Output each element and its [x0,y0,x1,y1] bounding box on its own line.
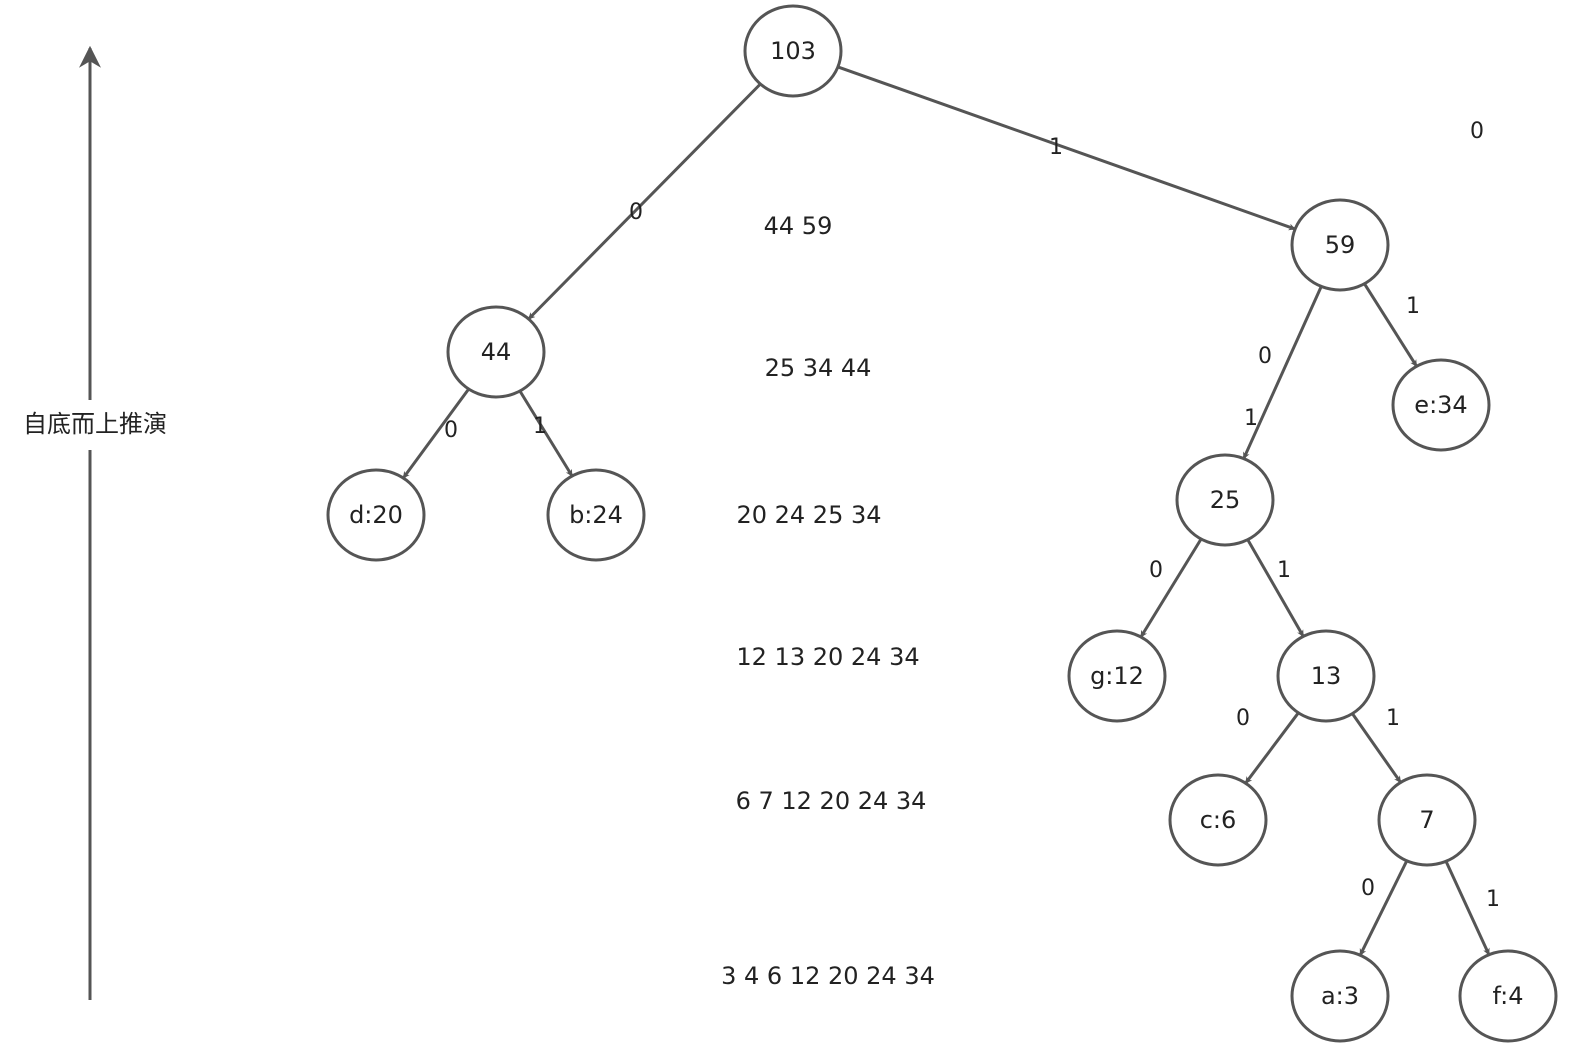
node-label-b24: b:24 [569,501,623,529]
stray-zero-label: 0 [1470,119,1484,144]
merge-sequence-column: 44 59 25 34 44 20 24 25 34 12 13 20 24 3… [721,212,935,990]
node-label-103: 103 [770,37,816,65]
edge-label-59-e34: 1 [1406,294,1420,319]
node-label-f4: f:4 [1493,982,1524,1010]
node-e34: e:34 [1391,358,1491,452]
node-label-d20: d:20 [349,501,403,529]
edge-44-to-b24 [518,390,574,477]
node-label-25: 25 [1210,486,1241,514]
edge-label-extra-59-25: 1 [1244,406,1258,431]
sequence-step-1: 3 4 6 12 20 24 34 [721,962,935,990]
edge-59-to-e34 [1363,282,1418,368]
node-label-44: 44 [481,338,512,366]
edge-label-103-59: 1 [1049,135,1063,160]
node-label-13: 13 [1311,662,1342,690]
edge-103-to-59 [837,65,1296,231]
edge-label-44-b24: 1 [533,414,547,439]
node-c6: c:6 [1168,773,1268,867]
node-7: 7 [1377,773,1477,867]
edge-103-to-44 [527,82,762,321]
sequence-step-5: 25 34 44 [765,354,872,382]
side-label-bottom-up: 自底而上推演 [23,410,167,438]
edge-25-to-g12 [1139,538,1203,638]
edge-13-to-7 [1351,712,1402,784]
edge-label-103-44: 0 [629,200,643,225]
node-label-g12: g:12 [1090,662,1144,690]
edge-59-to-25 [1242,285,1323,460]
edge-44-to-d20 [402,388,470,479]
node-b24: b:24 [546,468,646,562]
edge-label-7-f4: 1 [1486,887,1500,912]
edge-label-25-13: 1 [1277,558,1291,583]
node-a3: a:3 [1290,949,1390,1043]
node-label-7: 7 [1419,806,1434,834]
node-103: 103 [743,4,843,98]
node-label-c6: c:6 [1200,806,1237,834]
edge-label-13-c6: 0 [1236,706,1250,731]
node-d20: d:20 [326,468,426,562]
edges-layer [402,65,1491,956]
sequence-step-4: 20 24 25 34 [736,501,881,529]
node-label-e34: e:34 [1414,391,1467,419]
sequence-step-2: 6 7 12 20 24 34 [736,787,927,815]
sequence-step-6: 44 59 [764,212,833,240]
edge-25-to-13 [1246,538,1305,638]
node-59: 59 [1290,198,1390,292]
edge-label-25-g12: 0 [1149,558,1163,583]
edge-7-to-f4 [1444,860,1491,956]
node-label-a3: a:3 [1321,982,1359,1010]
node-f4: f:4 [1458,949,1558,1043]
edge-label-44-d20: 0 [444,418,458,443]
node-25: 25 [1175,453,1275,547]
sequence-step-3: 12 13 20 24 34 [736,643,919,671]
nodes-layer: 103 44 59 d:20 b:24 25 e:34 g:12 [326,4,1558,1043]
node-label-59: 59 [1325,231,1356,259]
node-g12: g:12 [1067,629,1167,723]
node-13: 13 [1276,629,1376,723]
edge-13-to-c6 [1244,711,1300,785]
edge-label-59-25: 0 [1258,344,1272,369]
edge-label-13-7: 1 [1386,706,1400,731]
edge-labels-layer: 0 1 0 1 0 1 0 1 0 1 0 1 1 [444,135,1500,912]
node-44: 44 [446,305,546,399]
edge-label-7-a3: 0 [1361,876,1375,901]
edge-7-to-a3 [1358,860,1409,956]
